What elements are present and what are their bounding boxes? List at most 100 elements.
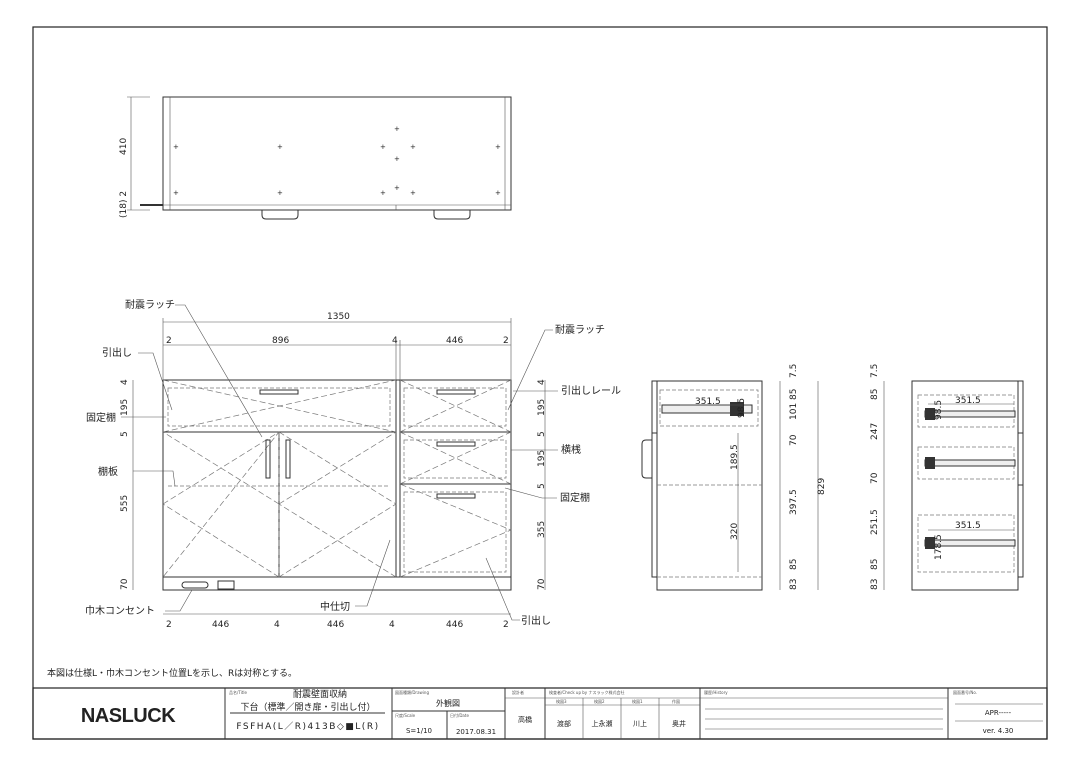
dimension-label: 446 xyxy=(446,336,463,346)
dimension-label: 896 xyxy=(272,336,289,346)
callout-drawer-right: 引出し xyxy=(521,614,551,627)
handle-icon xyxy=(261,210,299,220)
dimension-label: 奥井 xyxy=(672,719,686,728)
dimension-label: 作図 xyxy=(672,698,680,704)
outlet-icon xyxy=(181,581,209,589)
callout-shelf-board: 棚板 xyxy=(98,465,118,478)
dimension-label: 上永瀬 xyxy=(592,719,613,728)
model-number: FSFHA(L／R)413B◇■L(R) xyxy=(236,721,379,732)
dimension-label: 5 xyxy=(120,431,130,437)
dimension-label: 70 xyxy=(537,578,547,590)
dim-total-height: 829 xyxy=(817,478,827,495)
dimension-label: 2 xyxy=(503,336,509,346)
dimension-label: 7.5 xyxy=(870,364,880,378)
callout-latch-left: 耐震ラッチ xyxy=(125,298,175,311)
dimension-label: 5 xyxy=(537,483,547,489)
drawing-note: 本図は仕様L・巾木コンセント位置Lを示し、Rは対称とする。 xyxy=(47,667,297,679)
dimension-label: 2 xyxy=(503,620,509,630)
dimension-label: 2017.08.31 xyxy=(456,728,496,736)
drawer-handle-icon xyxy=(259,389,299,395)
dim-offset: (18) 2 xyxy=(119,191,129,218)
version: ver. 4.30 xyxy=(983,727,1014,735)
dimension-label: 85 xyxy=(870,559,880,570)
dimension-label: 品名/Title xyxy=(229,689,247,695)
dimension-label: 101 xyxy=(789,403,799,420)
callout-partition: 中仕切 xyxy=(320,600,350,613)
dimension-label: 検図3 xyxy=(556,698,567,704)
title-line2: 下台（標準／開き扉・引出し付） xyxy=(240,701,375,713)
door-handle-icon xyxy=(285,439,291,479)
callout-drawer-left: 引出し xyxy=(102,346,132,359)
dim-total-width: 1350 xyxy=(327,312,350,322)
dimension-label: + xyxy=(495,189,501,197)
title-block: NASLUCK 品名/Title 耐震壁面収納 下台（標準／開き扉・引出し付） … xyxy=(32,687,1048,740)
dimension-label: 85 xyxy=(870,389,880,400)
handle-icon xyxy=(433,210,471,220)
callout-fixed-shelf-left: 固定棚 xyxy=(86,411,116,424)
dimension-label: + xyxy=(173,189,179,197)
dimension-label: + xyxy=(277,189,283,197)
dimension-label: 195 xyxy=(537,399,547,416)
dimension-label: + xyxy=(410,189,416,197)
dimension-label: 98.5 xyxy=(934,400,944,420)
dimension-label: 555 xyxy=(120,495,130,512)
dimension-label: + xyxy=(495,143,501,151)
dimension-label: 355 xyxy=(537,521,547,538)
title-line1: 耐震壁面収納 xyxy=(293,688,347,700)
dimension-label: 70 xyxy=(120,578,130,590)
dimension-label: S=1/10 xyxy=(406,727,432,735)
dimension-label: 70 xyxy=(870,472,880,484)
dimension-label: 4 xyxy=(120,379,130,385)
dimension-label: 446 xyxy=(327,620,344,630)
dimension-label: 検図1 xyxy=(632,698,643,704)
plan-view: +++ +++ +++ +++ + 410 (18) 2 xyxy=(119,96,512,220)
door-handle-icon xyxy=(641,439,652,479)
dimension-label: 189.5 xyxy=(730,444,740,470)
dimension-label: 日付/Date xyxy=(450,712,469,718)
dimension-label: 2 xyxy=(166,620,172,630)
dimension-label: 70 xyxy=(789,434,799,446)
dimension-label: 4 xyxy=(392,336,398,346)
dimension-label: 外観図 xyxy=(436,698,460,708)
dimension-label: 4 xyxy=(389,620,395,630)
dimension-label: 195 xyxy=(537,450,547,467)
dimension-label: + xyxy=(277,143,283,151)
dimension-label: 7.5 xyxy=(789,364,799,378)
dimension-label: 397.5 xyxy=(789,489,799,515)
dimension-label: 2 xyxy=(166,336,172,346)
callout-plinth-outlet: 巾木コンセント xyxy=(85,604,155,617)
dimension-label: 251.5 xyxy=(870,509,880,535)
dimension-label: 85 xyxy=(789,559,799,570)
dimension-label: 351.5 xyxy=(695,397,721,407)
dimension-label: + xyxy=(380,143,386,151)
dimension-label: 446 xyxy=(212,620,229,630)
nasluck-logo: NASLUCK xyxy=(81,705,177,727)
front-view: 1350 2 896 4 446 2 2 446 4 446 4 446 2 4… xyxy=(85,298,621,630)
dimension-label: 渡部 xyxy=(557,719,571,728)
side-view-door: 351.5 98.5 189.5 320 7.5 85 101 70 397.5… xyxy=(641,364,827,591)
dimension-label: + xyxy=(173,143,179,151)
dimension-label: 98.5 xyxy=(737,398,747,418)
dimension-label: 川上 xyxy=(633,719,647,728)
dimension-label: 図面番号/No. xyxy=(953,689,977,695)
dim-depth: 410 xyxy=(119,138,129,155)
dimension-label: 83 xyxy=(789,579,799,590)
dimension-label: 446 xyxy=(446,620,463,630)
dimension-label: 図面種類/Drawing xyxy=(395,689,429,695)
dimension-label: 351.5 xyxy=(955,396,981,406)
dimension-label: + xyxy=(380,189,386,197)
drawing-number: APR----- xyxy=(985,709,1012,717)
dimension-label: NASLUCK xyxy=(81,705,176,727)
dimension-label: 320 xyxy=(730,523,740,540)
callout-crosspiece: 横桟 xyxy=(561,443,581,456)
dimension-label: + xyxy=(394,125,400,133)
callout-drawer-rail: 引出しレール xyxy=(561,384,621,397)
dimension-label: 247 xyxy=(870,423,880,440)
dimension-label: + xyxy=(394,155,400,163)
dimension-label: 351.5 xyxy=(955,521,981,531)
drawer-handle-icon xyxy=(436,441,476,447)
callout-latch-right: 耐震ラッチ xyxy=(555,323,605,336)
dimension-label: 高橋 xyxy=(518,715,532,724)
dimension-label: 4 xyxy=(274,620,280,630)
